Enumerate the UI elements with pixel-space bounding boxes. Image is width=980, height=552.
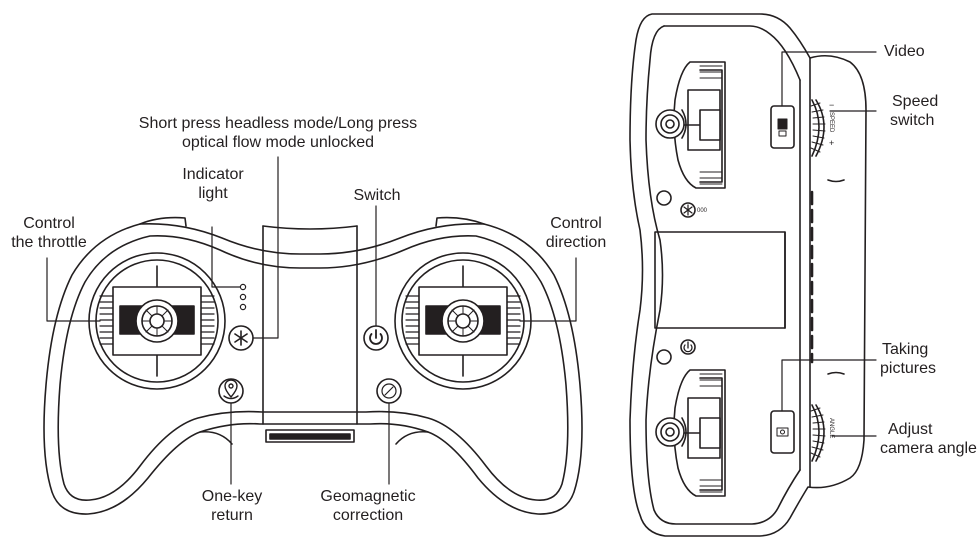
speed-label-line1: Speed (892, 93, 939, 110)
indicator-label-line1: Indicator (182, 166, 244, 183)
taking-label-line1: Taking (882, 341, 929, 358)
asterisk-icon (234, 330, 248, 346)
one-key-return-label: One-key return (190, 487, 274, 525)
indicator-light-label: Indicator light (168, 165, 258, 203)
headless-mode-label: Short press headless mode/Long press opt… (112, 114, 444, 152)
video-label-text: Video (884, 43, 925, 60)
side-headless-button[interactable] (680, 202, 696, 218)
video-camera-icon (777, 118, 788, 137)
adjust-label-line1: Adjust (888, 421, 933, 438)
direction-label-line1: Control (550, 215, 602, 232)
right-joystick (394, 252, 532, 390)
speed-switch-wheel[interactable] (810, 99, 826, 157)
camera-angle-wheel[interactable] (810, 404, 826, 462)
side-button-b[interactable] (656, 349, 672, 365)
one-key-return-button[interactable] (218, 378, 244, 404)
throttle-label: Control the throttle (2, 214, 96, 252)
power-icon (369, 329, 383, 345)
camera-icon (776, 427, 789, 437)
side-top-stick (655, 61, 726, 189)
adjust-label-line2: camera angle (880, 440, 977, 457)
video-label: Video (884, 42, 925, 61)
side-power-button[interactable] (680, 339, 696, 355)
headless-mode-button[interactable] (228, 325, 254, 351)
headless-mode-label-line2: optical flow mode unlocked (181, 134, 375, 151)
power-switch-button[interactable] (363, 325, 389, 351)
taking-label-line2: pictures (880, 360, 937, 377)
ooo-marking: 000 (697, 208, 708, 214)
throttle-label-line2: the throttle (11, 234, 87, 251)
controller-front-view (43, 156, 583, 515)
angle-marking: ANGLE (828, 418, 834, 439)
headless-mode-label-line1: Short press headless mode/Long press (138, 115, 418, 132)
geomagnetic-label: Geomagnetic correction (306, 487, 430, 525)
photo-button[interactable] (770, 410, 795, 454)
leader-lines-front (46, 156, 577, 485)
side-bottom-stick (655, 369, 726, 497)
asterisk-icon (683, 204, 693, 216)
location-pin-icon (223, 379, 239, 400)
throttle-label-line1: Control (23, 215, 75, 232)
leader-lines-side (781, 51, 877, 437)
direction-label: Control direction (530, 214, 622, 252)
controller-side-view (629, 13, 877, 537)
switch-label: Switch (340, 186, 414, 205)
onekey-label-line2: return (211, 507, 253, 524)
speed-minus-marking: − (829, 100, 835, 110)
speed-label-line2: switch (890, 112, 935, 129)
taking-pictures-label: Taking pictures (880, 340, 936, 378)
compass-icon (381, 383, 397, 399)
switch-label-text: Switch (353, 187, 401, 204)
indicator-label-line2: light (198, 185, 228, 202)
speed-switch-label: Speed switch (880, 92, 938, 130)
left-joystick (88, 252, 226, 390)
geomagnetic-label-line1: Geomagnetic (320, 488, 416, 505)
power-icon (683, 341, 693, 353)
speed-marking: SPEED (828, 112, 834, 133)
geomagnetic-label-line2: correction (332, 507, 404, 524)
indicator-lights (239, 283, 247, 311)
onekey-label-line1: One-key (201, 488, 263, 505)
geomagnetic-correction-button[interactable] (376, 378, 402, 404)
speed-plus-marking: + (829, 138, 835, 148)
adjust-camera-label: Adjust camera angle (880, 420, 977, 458)
video-button[interactable] (770, 105, 795, 149)
side-button-a[interactable] (656, 190, 672, 206)
direction-label-line2: direction (545, 234, 607, 251)
